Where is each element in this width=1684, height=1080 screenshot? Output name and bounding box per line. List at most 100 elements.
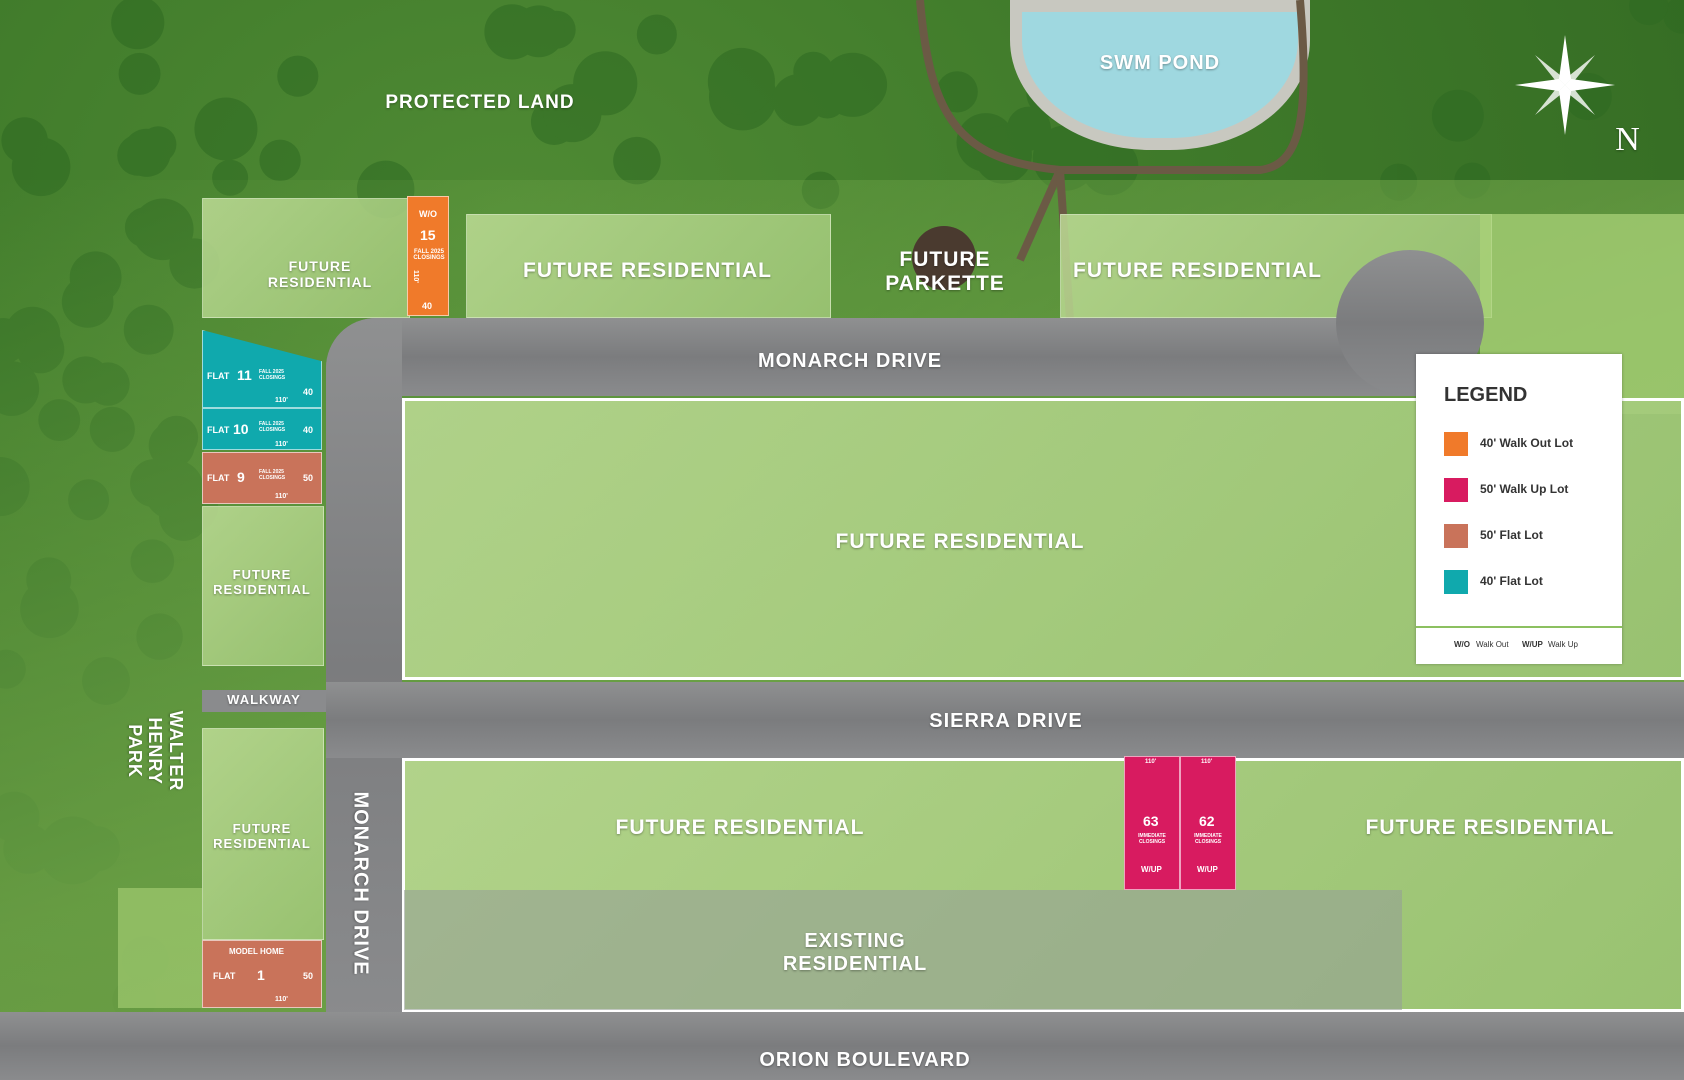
fr-left-mid-label: FUTURE RESIDENTIAL [213,567,311,597]
fr-center-label: FUTURE RESIDENTIAL [835,530,1085,553]
tree-icon [194,97,258,161]
lot-63[interactable]: 110' 63 IMMEDIATE CLOSINGS W/UP [1124,756,1180,890]
legend-divider [1416,626,1622,628]
lot-62[interactable]: 110' 62 IMMEDIATE CLOSINGS W/UP [1180,756,1236,890]
lot-9[interactable]: FLAT 9 FALL 2025 CLOSINGS 50 110' [202,452,322,504]
existing-residential-label: EXISTING RESIDENTIAL [782,930,928,975]
walter-henry-park-label: WALTER HENRY PARK [124,710,187,792]
tree-icon [831,57,888,113]
legend-title: LEGEND [1444,384,1528,406]
lot-1-depth: 110' [275,996,288,1003]
parcel-future-residential-left-low [202,728,324,940]
tree-icon [1032,125,1098,191]
lot-62-depth: 110' [1201,759,1213,765]
legend-label-flat40: 40' Flat Lot [1480,574,1543,588]
tree-icon [636,14,677,55]
parcel-future-residential-left-mid [202,506,324,666]
road-orion-boulevard [0,1012,1684,1080]
lot-10-note: FALL 2025 CLOSINGS [259,421,286,433]
legend-swatch-walkup [1444,478,1468,502]
legend-swatch-flat50 [1444,524,1468,548]
lot-63-number: 63 [1143,813,1159,829]
fr-bottom-left-label: FUTURE RESIDENTIAL [615,816,865,839]
lot-15[interactable]: W/O 15 FALL 2025 CLOSINGS 110' 40 [407,196,449,316]
walkway [202,690,326,712]
legend-footnote-wup: Walk Up [1548,640,1578,649]
fr-top-right-label: FUTURE RESIDENTIAL [1073,259,1322,282]
legend-label-flat50: 50' Flat Lot [1480,528,1543,542]
tree-icon [111,0,165,50]
protected-land-label: PROTECTED LAND [385,92,575,113]
legend-footnote-wup-abbr: W/UP [1522,640,1543,649]
lot-9-number: 9 [237,469,245,485]
lot-10[interactable]: FLAT 10 FALL 2025 CLOSINGS 40 110' [202,408,322,450]
lot-62-number: 62 [1199,813,1215,829]
lot-15-note: FALL 2025 CLOSINGS [413,249,445,261]
walkway-label: WALKWAY [227,692,301,707]
lot-11-note: FALL 2025 CLOSINGS [259,369,286,381]
lot-15-number: 15 [420,227,436,243]
tree-icon [543,84,602,143]
parcel-side-strip [118,888,202,1008]
legend-label-walkup: 50' Walk Up Lot [1480,482,1569,496]
lot-15-type: W/O [419,209,437,219]
legend-label-walkout: 40' Walk Out Lot [1480,436,1574,450]
lot-10-number: 10 [233,421,249,437]
tree-icon [1663,0,1684,34]
lot-11-number: 11 [237,367,252,383]
tree-icon [259,139,301,182]
compass-rose-icon [1515,35,1615,135]
fr-left-low-label: FUTURE RESIDENTIAL [213,821,311,851]
fr-top-mid-label: FUTURE RESIDENTIAL [523,259,772,282]
legend-footnote-wo-abbr: W/O [1454,640,1470,649]
compass-north-label: N [1615,121,1641,158]
lot-62-note: IMMEDIATE CLOSINGS [1194,833,1222,845]
swm-pond-label: SWM POND [1099,52,1221,74]
road-sierra-drive [326,682,1684,758]
lot-63-note: IMMEDIATE CLOSINGS [1138,833,1166,845]
orion-boulevard-label: ORION BOULEVARD [759,1049,971,1071]
lot-9-note: FALL 2025 CLOSINGS [259,469,286,481]
legend-panel: LEGEND 40' Walk Out Lot 50' Walk Up Lot … [1416,354,1622,664]
future-parkette-label: FUTURE PARKETTE [885,248,1005,296]
tree-icon [793,51,834,92]
lot-15-depth: 110' [411,270,419,283]
tree-icon [707,47,775,116]
fr-top-left-label: FUTURE RESIDENTIAL [267,258,373,291]
lot-1-label: MODEL HOME [229,947,284,956]
tree-icon [1629,0,1669,26]
tree-icon [1,117,48,164]
legend-swatch-walkout [1444,432,1468,456]
lot-9-depth: 110' [275,493,288,500]
lot-1-type: FLAT [213,971,236,981]
sierra-drive-label: SIERRA DRIVE [929,710,1083,732]
tree-icon [512,5,565,58]
road-monarch-drive-top [326,318,1426,396]
legend-swatch-flat40 [1444,570,1468,594]
monarch-drive-top-label: MONARCH DRIVE [757,350,943,372]
parcel-future-residential-top-left [202,198,410,318]
lot-1[interactable]: MODEL HOME FLAT 1 50 110' [202,940,322,1008]
road-monarch-drive-side [326,318,402,1018]
tree-icon [277,55,319,97]
lot-10-depth: 110' [275,441,288,448]
lot-9-type: FLAT [207,473,230,483]
tree-icon [118,52,161,95]
lot-1-number: 1 [257,967,265,983]
lot-63-depth: 110' [1145,759,1157,765]
monarch-drive-side-label: MONARCH DRIVE [349,791,372,976]
parcel-existing-residential [404,890,1402,1010]
lot-10-type: FLAT [207,425,230,435]
tree-icon [140,126,177,163]
lot-11-depth: 110' [275,397,288,404]
gazebo-icon [912,226,976,290]
tree-icon [936,71,978,113]
lot-11-type: FLAT [207,371,230,381]
lot-11-width: 40 [303,387,314,397]
lot-10-width: 40 [303,425,314,435]
parcel-future-residential-top-mid [466,214,831,318]
tree-icon [613,136,661,185]
lot-15-width: 40 [422,301,433,311]
fr-bottom-right-label: FUTURE RESIDENTIAL [1365,816,1615,839]
